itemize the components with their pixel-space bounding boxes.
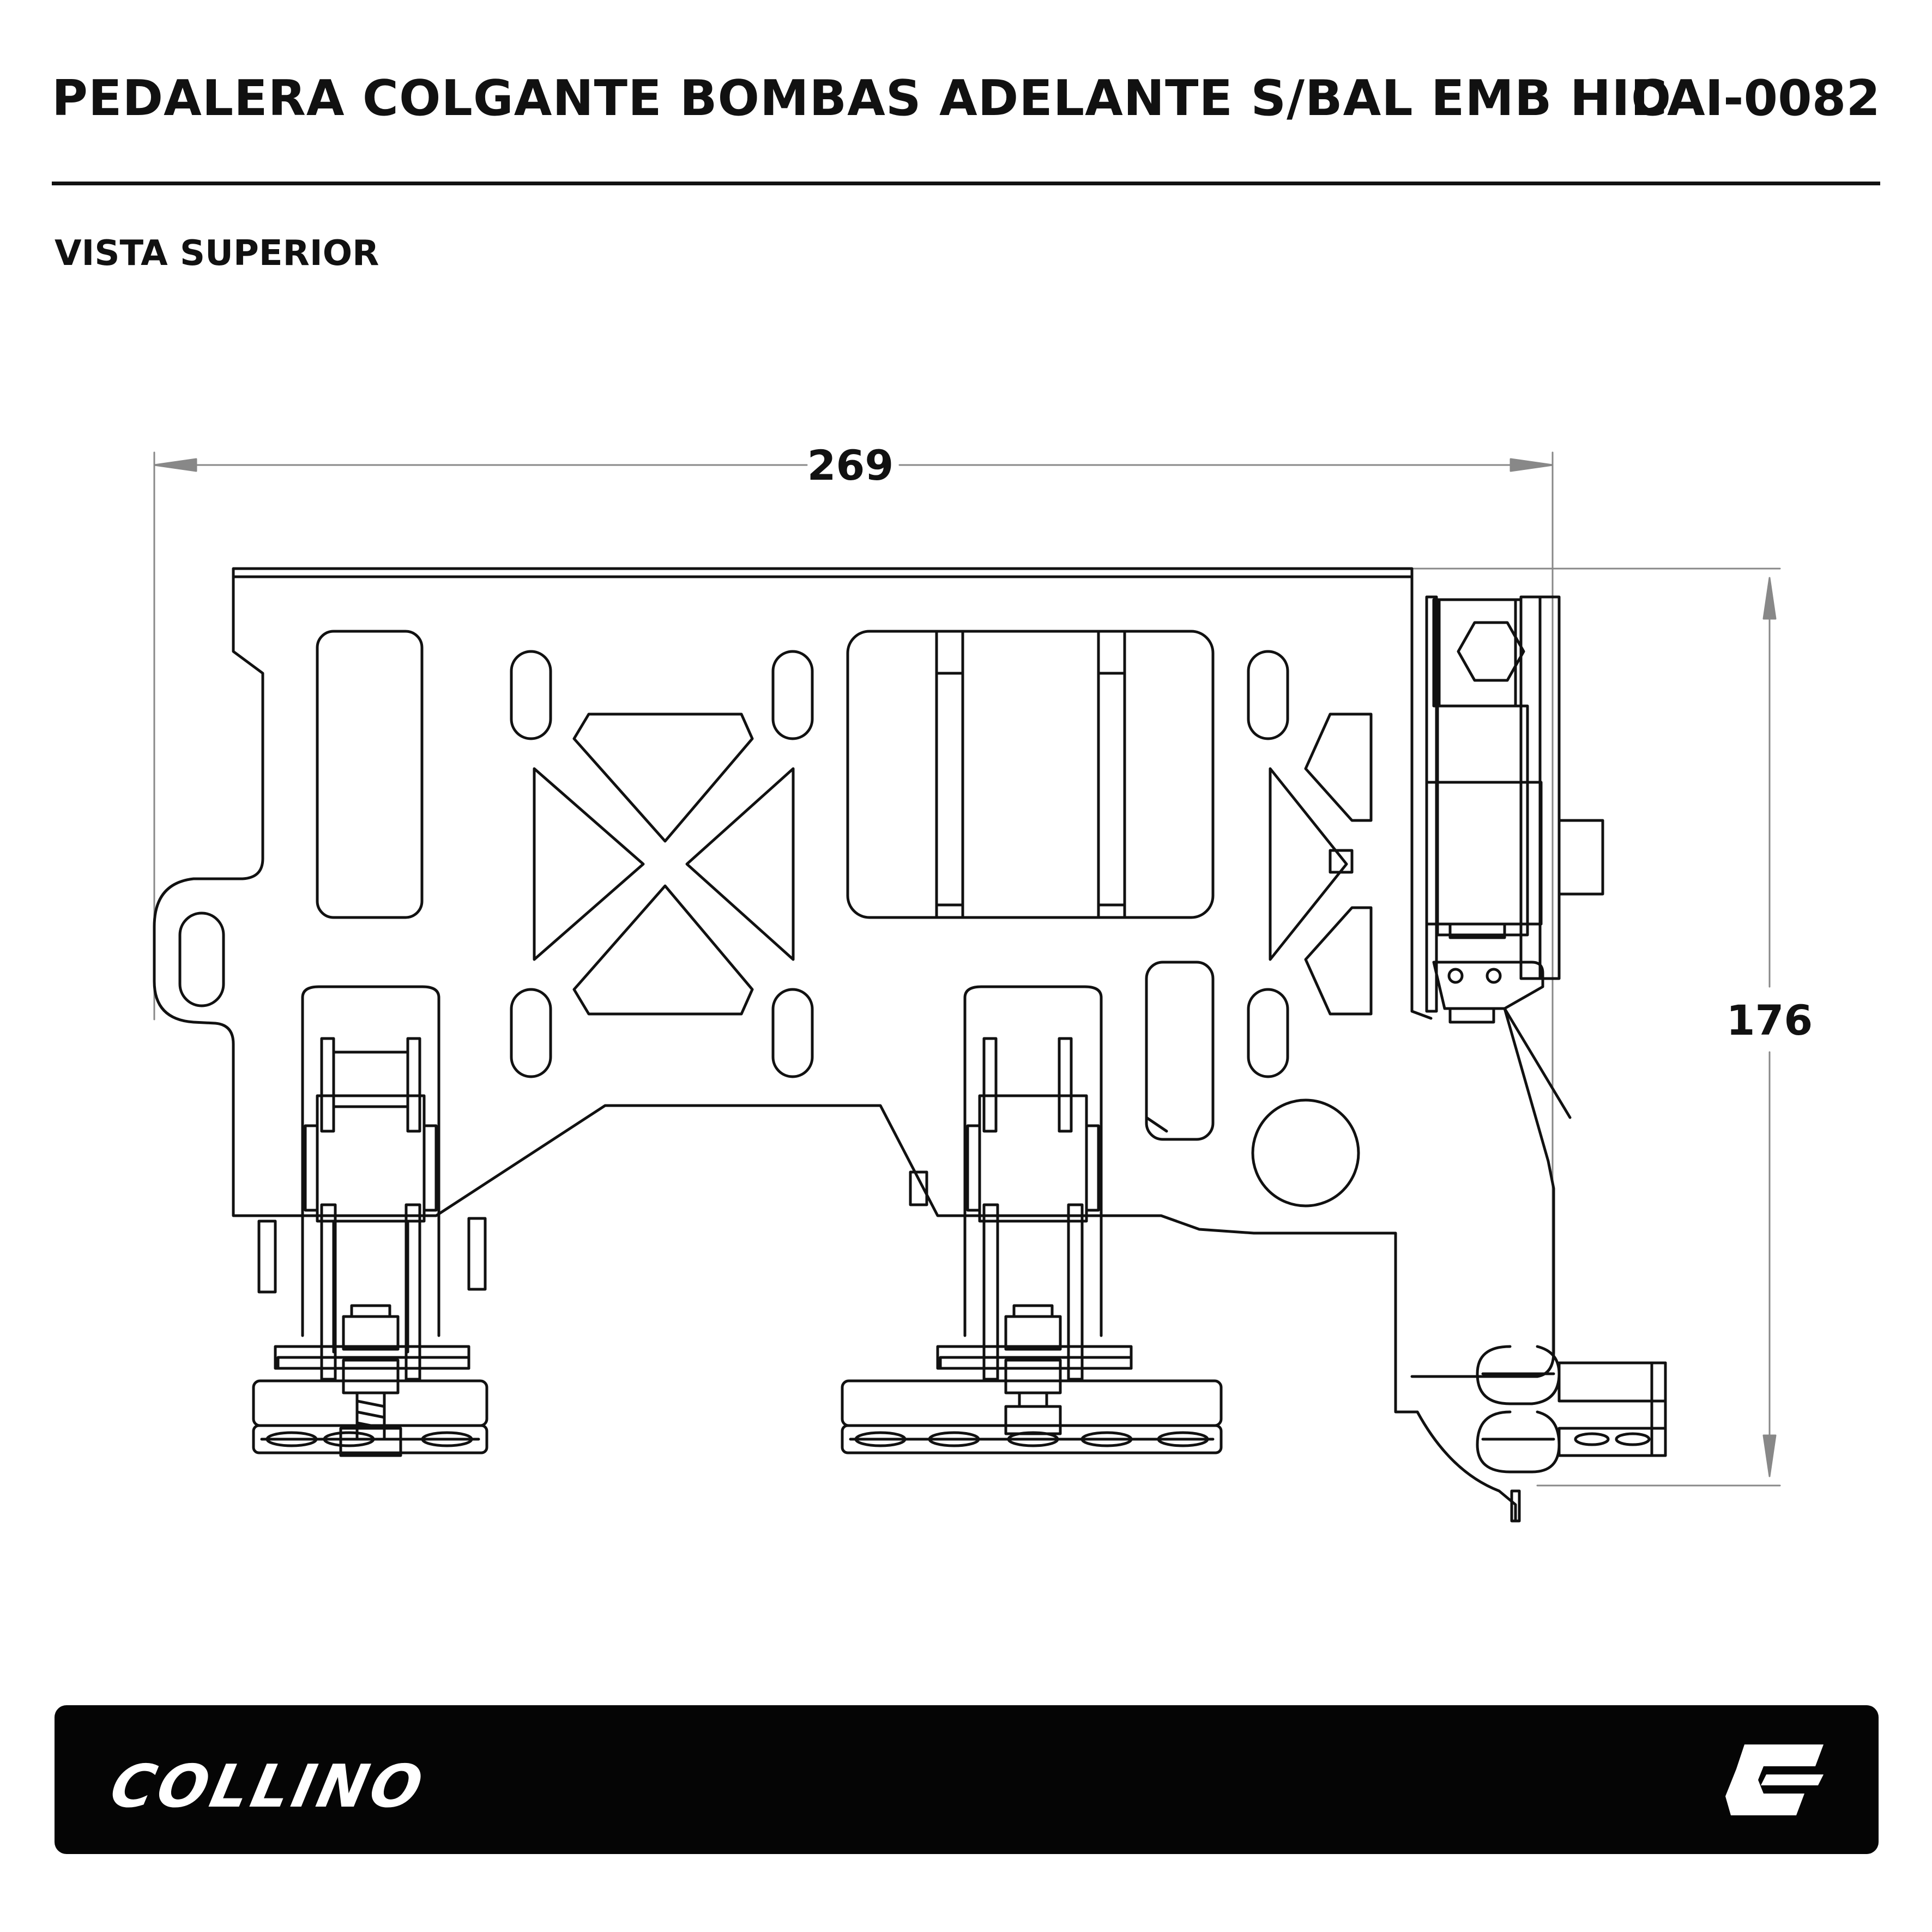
rod-end-fittings <box>1476 1345 1667 1523</box>
height-dimension-value: 176 <box>1726 996 1813 1045</box>
pedal-assembly-middle <box>841 985 1223 1454</box>
height-dimension <box>1411 567 1781 1487</box>
view-label: VISTA SUPERIOR <box>55 233 379 274</box>
drawing-title: PEDALERA COLGANTE BOMBAS ADELANTE S/BAL … <box>52 70 1672 127</box>
mounting-plate <box>153 567 1433 1414</box>
part-code: CAI-0082 <box>1631 70 1880 127</box>
brand-footer <box>55 1705 1879 1854</box>
pedal-assembly-left <box>252 985 488 1457</box>
collino-c-logo-icon <box>1725 1744 1824 1815</box>
header-divider <box>52 182 1880 185</box>
pivot-bracket-right <box>1410 595 1604 1523</box>
width-dimension-value: 269 <box>807 441 894 490</box>
brand-logo-text: COLLINO <box>104 1753 432 1821</box>
